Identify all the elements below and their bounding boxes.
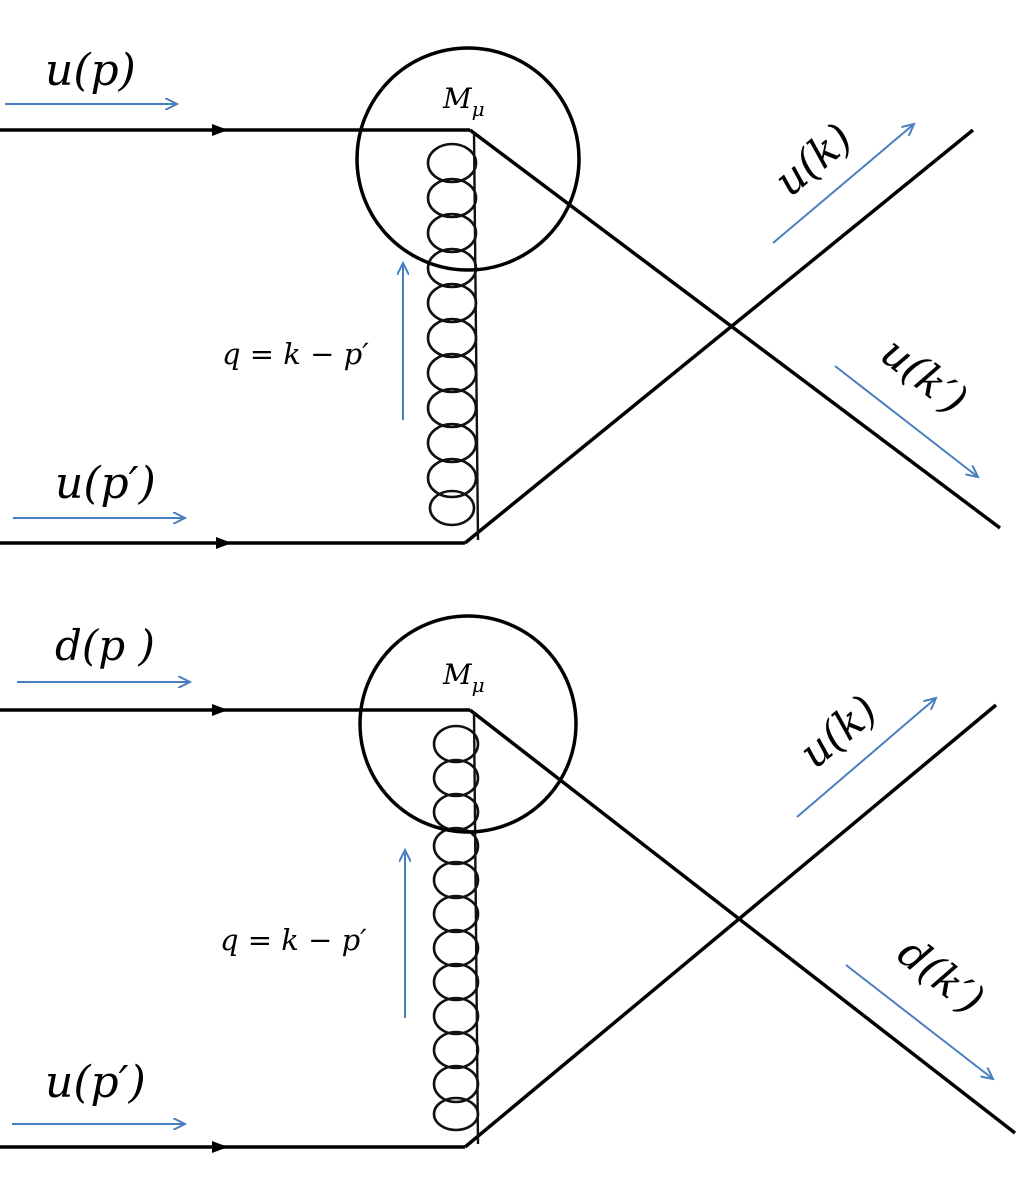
label-outgoing-upper: u(k) xyxy=(790,685,887,777)
label-incoming-bottom: u(p′) xyxy=(45,1057,146,1108)
momentum-arrow-outgoing-upper xyxy=(772,124,914,244)
vertex-blob xyxy=(355,46,581,272)
label-incoming-bottom: u(p′) xyxy=(55,458,156,509)
label-outgoing-upper: u(k) xyxy=(765,113,862,205)
gluon-propagator xyxy=(426,131,480,541)
label-exchange-momentum: q = k − p′ xyxy=(220,923,367,957)
vertex-blob xyxy=(358,614,578,834)
gluon-propagator xyxy=(432,711,480,1145)
momentum-arrow-outgoing-upper xyxy=(796,698,936,818)
incoming-top-arrowhead xyxy=(212,704,228,716)
vertex-symbol: M xyxy=(442,82,473,115)
momentum-arrow-outgoing-lower xyxy=(834,365,978,477)
outgoing-upper-line xyxy=(463,128,975,545)
label-vertex: Mμ xyxy=(442,658,485,697)
vertex-subscript: μ xyxy=(472,97,485,121)
label-exchange-momentum: q = k − p′ xyxy=(222,337,369,371)
label-outgoing-lower: u(k′) xyxy=(872,327,977,424)
vertex-subscript: μ xyxy=(472,673,485,697)
outgoing-lower-line xyxy=(468,708,1017,1135)
label-incoming-top: u(p) xyxy=(45,45,136,96)
incoming-top-arrowhead xyxy=(212,124,228,136)
momentum-arrow-outgoing-lower xyxy=(845,964,993,1079)
outgoing-lower-line xyxy=(468,128,1002,530)
incoming-bottom-arrowhead xyxy=(216,537,232,549)
label-incoming-top: d(p ) xyxy=(55,621,155,670)
incoming-bottom-arrowhead xyxy=(212,1141,228,1153)
outgoing-upper-line xyxy=(463,703,998,1149)
diagram-bottom: d(p ) u(p′) Mμ q = k − p′ u(k) d(k′) xyxy=(0,614,1017,1153)
diagram-top: u(p) u(p′) Mμ q = k − p′ u(k) u(k′) xyxy=(0,45,1002,549)
label-vertex: Mμ xyxy=(442,82,485,121)
vertex-symbol: M xyxy=(442,658,473,691)
